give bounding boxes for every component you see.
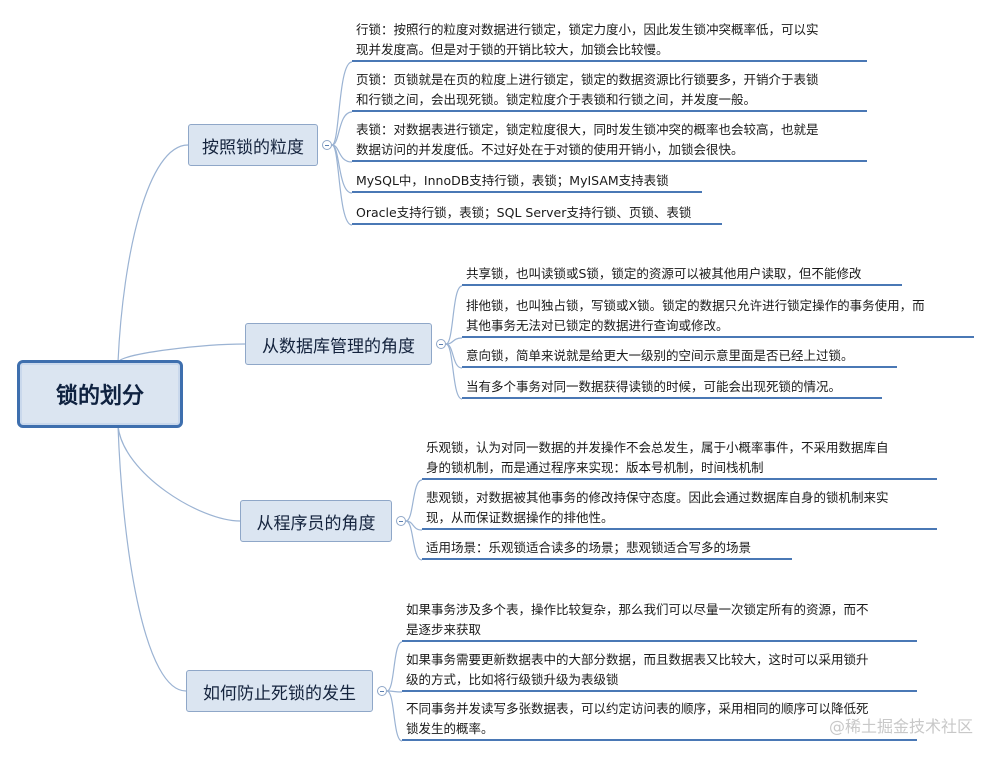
leaf-page-lock: 页锁：页锁就是在页的粒度上进行锁定，锁定的数据资源比行锁要多，开销介于表锁和行锁…: [352, 70, 867, 112]
link-root-deadlock-prevention: [117, 425, 187, 692]
leaf-use-cases: 适用场景：乐观锁适合读多的场景；悲观锁适合写多的场景: [422, 538, 792, 560]
link-programmer-leaf-1: [405, 520, 423, 531]
link-root-programmer: [117, 425, 241, 522]
branch-granularity[interactable]: 按照锁的粒度: [188, 124, 318, 166]
collapse-granularity-icon[interactable]: [322, 140, 332, 150]
leaf-row-lock: 行锁：按照行的粒度对数据进行锁定，锁定力度小，因此发生锁冲突概率低，可以实现并发…: [352, 20, 867, 62]
link-root-granularity: [117, 144, 189, 363]
link-granularity-leaf-1: [331, 111, 353, 146]
leaf-intention-lock: 意向锁，简单来说就是给更大一级别的空间示意里面是否已经上过锁。: [462, 346, 897, 368]
link-deadlock-prevention-leaf-2: [386, 690, 403, 742]
link-granularity-leaf-3: [331, 144, 353, 194]
link-db-management-leaf-2: [445, 343, 463, 369]
link-deadlock-prevention-leaf-0: [386, 641, 403, 692]
link-granularity-leaf-2: [331, 144, 353, 163]
link-programmer-leaf-0: [405, 479, 423, 522]
leaf-table-lock: 表锁：对数据表进行锁定，锁定粒度很大，同时发生锁冲突的概率也会较高，也就是数据访…: [352, 120, 867, 162]
leaf-lock-escalation: 如果事务需要更新数据表中的大部分数据，而且数据表又比较大，这时可以采用锁升级的方…: [402, 650, 917, 692]
branch-programmer[interactable]: 从程序员的角度: [240, 500, 392, 542]
leaf-exclusive-lock: 排他锁，也叫独占锁，写锁或X锁。锁定的数据只允许进行锁定操作的事务使用，而其他事…: [462, 296, 974, 338]
leaf-mysql-support: MySQL中，InnoDB支持行锁，表锁；MyISAM支持表锁: [352, 171, 702, 193]
link-deadlock-prevention-leaf-1: [386, 690, 403, 693]
leaf-pessimistic-lock: 悲观锁，对数据被其他事务的修改持保守态度。因此会通过数据库自身的锁机制来实现，从…: [422, 488, 937, 530]
collapse-db-management-icon[interactable]: [436, 339, 446, 349]
link-db-management-leaf-0: [445, 285, 463, 345]
link-granularity-leaf-0: [331, 61, 353, 146]
leaf-shared-lock: 共享锁，也叫读锁或S锁，锁定的资源可以被其他用户读取，但不能修改: [462, 264, 902, 286]
link-db-management-leaf-1: [445, 337, 463, 345]
link-programmer-leaf-2: [405, 520, 423, 561]
leaf-oracle-support: Oracle支持行锁，表锁；SQL Server支持行锁、页锁、表锁: [352, 203, 722, 225]
collapse-deadlock-prevention-icon[interactable]: [377, 686, 387, 696]
link-db-management-leaf-3: [445, 343, 463, 400]
leaf-deadlock-case: 当有多个事务对同一数据获得读锁的时候，可能会出现死锁的情况。: [462, 377, 882, 399]
branch-db-management[interactable]: 从数据库管理的角度: [245, 323, 432, 365]
leaf-lock-all-resources: 如果事务涉及多个表，操作比较复杂，那么我们可以尽量一次锁定所有的资源，而不是逐步…: [402, 600, 917, 642]
leaf-access-order: 不同事务并发读写多张数据表，可以约定访问表的顺序，采用相同的顺序可以降低死锁发生…: [402, 699, 917, 741]
link-granularity-leaf-4: [331, 144, 353, 226]
collapse-programmer-icon[interactable]: [396, 516, 406, 526]
branch-deadlock-prevention[interactable]: 如何防止死锁的发生: [186, 670, 373, 712]
watermark: @稀土掘金技术社区: [828, 717, 973, 736]
leaf-optimistic-lock: 乐观锁，认为对同一数据的并发操作不会总发生，属于小概率事件，不采用数据库自身的锁…: [422, 438, 937, 480]
root-node[interactable]: 锁的划分: [17, 360, 183, 428]
